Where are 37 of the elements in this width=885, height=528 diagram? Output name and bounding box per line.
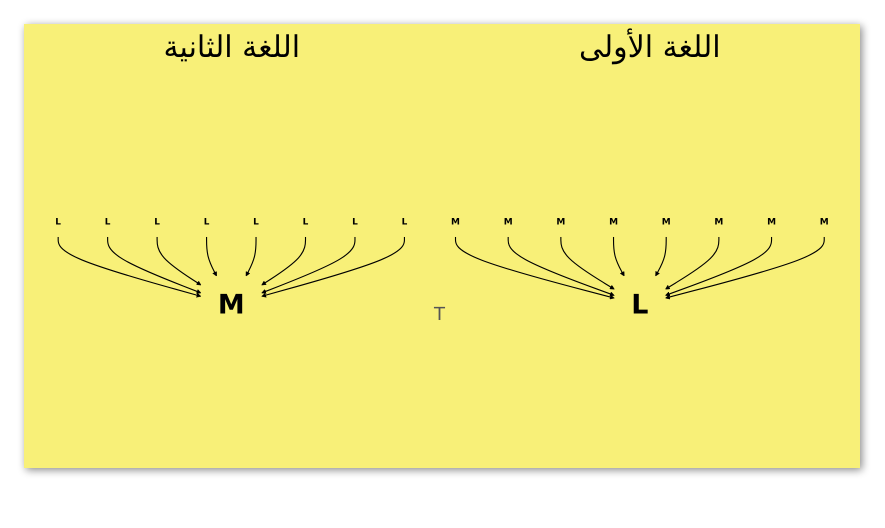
node-text: M [662,216,671,227]
node-text: M [820,216,829,227]
note-text: T [434,304,445,325]
diagram-heading: اللغة الأولى [578,30,721,65]
arrow [665,236,772,296]
node-text: L [253,216,259,227]
arrow [107,236,202,294]
arrow [261,236,306,286]
node-text: M [609,216,618,227]
node-text: M [451,216,460,227]
arrow [454,236,615,300]
arrow [665,236,720,290]
diagram-heading: اللغة الثانية [163,30,300,65]
node-text: L [55,216,62,227]
node-text: M [218,289,245,320]
arrow [665,236,825,300]
arrow [246,236,257,276]
arrow [508,236,615,296]
node-text: L [352,216,358,227]
node-text: L [302,216,308,227]
arrow [261,236,356,294]
node-text: M [504,216,513,227]
node-text: M [767,216,776,227]
node-text: M [556,216,566,227]
arrow [655,236,667,276]
arrow [560,236,615,290]
node-text: L [402,216,408,227]
node-text: L [631,289,648,320]
arrow [261,236,405,298]
arrow [156,236,202,286]
arrow [206,236,217,276]
arrow [612,236,624,276]
node-text: L [104,216,110,227]
arrow [58,236,202,298]
node-text: L [204,216,210,227]
node-text: L [154,216,160,227]
node-text: M [714,216,724,227]
